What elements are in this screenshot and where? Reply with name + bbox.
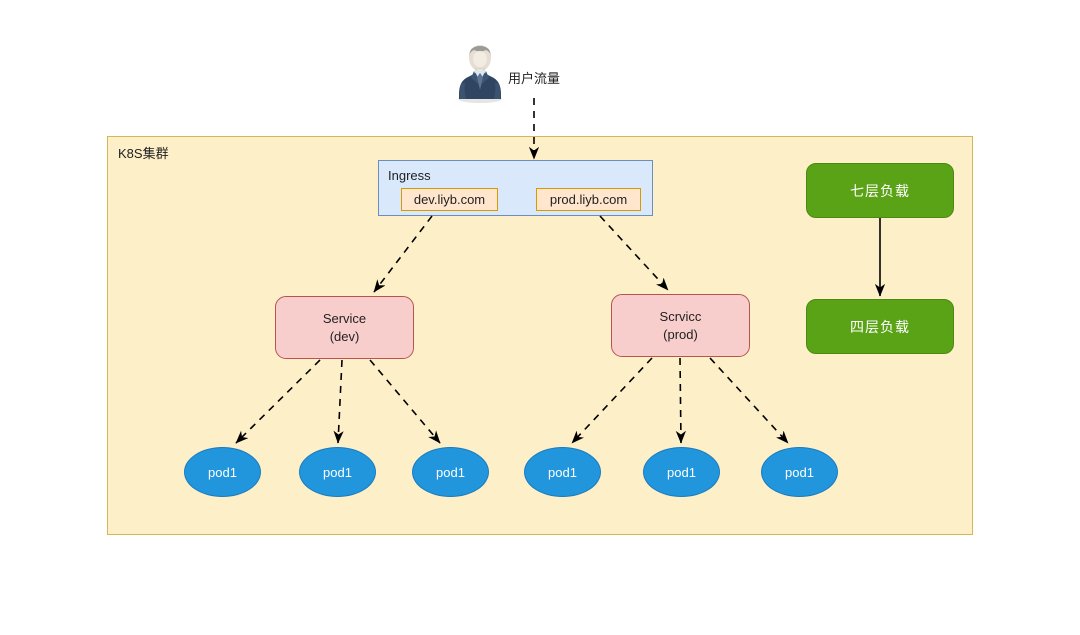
service-dev-subtitle: (dev)	[329, 328, 360, 344]
ingress-host-dev[interactable]: dev.liyb.com	[401, 188, 498, 211]
pod-label: pod1	[667, 464, 696, 480]
pod-label: pod1	[436, 464, 465, 480]
pod-label: pod1	[548, 464, 577, 480]
pod-label: pod1	[785, 464, 814, 480]
pod-node-3[interactable]: pod1	[412, 447, 489, 497]
service-prod-title: Scrvicc	[659, 308, 702, 324]
service-dev-box[interactable]: Service (dev)	[275, 296, 414, 359]
ingress-host-prod[interactable]: prod.liyb.com	[536, 188, 641, 211]
pod-node-6[interactable]: pod1	[761, 447, 838, 497]
layer7-load-balancer-label: 七层负载	[850, 182, 910, 199]
layer4-load-balancer-label: 四层负载	[850, 318, 910, 335]
k8s-cluster-label: K8S集群	[118, 146, 169, 161]
pod-node-2[interactable]: pod1	[299, 447, 376, 497]
ingress-label: Ingress	[388, 168, 431, 183]
pod-node-5[interactable]: pod1	[643, 447, 720, 497]
user-traffic-label: 用户流量	[508, 71, 561, 86]
pod-node-1[interactable]: pod1	[184, 447, 261, 497]
service-dev-title: Service	[322, 310, 367, 326]
layer4-load-balancer-box[interactable]: 四层负载	[806, 299, 954, 354]
pod-node-4[interactable]: pod1	[524, 447, 601, 497]
service-prod-subtitle: (prod)	[663, 326, 698, 342]
ingress-box[interactable]: Ingress dev.liyb.com prod.liyb.com	[378, 160, 653, 216]
layer7-load-balancer-box[interactable]: 七层负载	[806, 163, 954, 218]
pod-label: pod1	[208, 464, 237, 480]
businessman-avatar-icon	[452, 44, 508, 104]
pod-label: pod1	[323, 464, 352, 480]
service-prod-box[interactable]: Scrvicc (prod)	[611, 294, 750, 357]
